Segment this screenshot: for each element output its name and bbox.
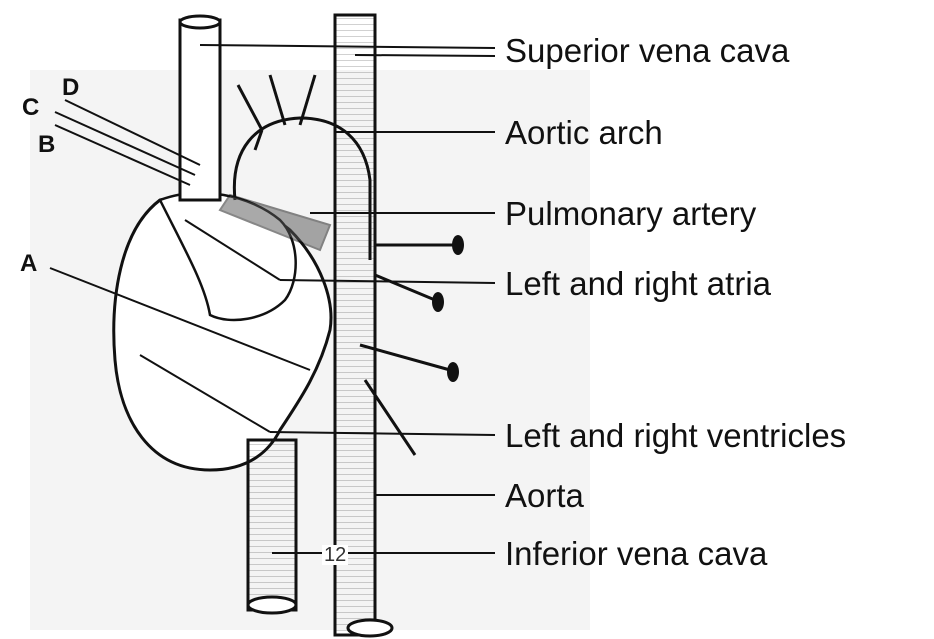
letter-a: A [20,252,37,276]
leader-superior-vena-cava-2 [355,55,495,56]
label-aortic-arch: Aortic arch [505,116,663,149]
inferior-vena-cava-vessel [248,440,296,610]
label-aorta: Aorta [505,479,584,512]
label-inferior-vena-cava: Inferior vena cava [505,537,767,570]
label-pulmonary-artery: Pulmonary artery [505,197,756,230]
letter-b: B [38,133,55,157]
superior-vena-cava-opening [180,16,220,28]
page-number: 12 [322,545,348,565]
aorta-opening [348,620,392,636]
label-superior-vena-cava: Superior vena cava [505,34,789,67]
letter-c: C [22,96,39,120]
pulmonary-vein-mid-end [432,292,444,312]
pulmonary-vein-upper-end [452,235,464,255]
superior-vena-cava-vessel [180,20,220,200]
pulmonary-vein-lower-end [447,362,459,382]
label-left-right-atria: Left and right atria [505,267,771,300]
label-left-right-ventricles: Left and right ventricles [505,419,846,452]
letter-d: D [62,76,79,100]
aorta-vessel [335,15,375,635]
inferior-vena-cava-opening [248,597,296,613]
